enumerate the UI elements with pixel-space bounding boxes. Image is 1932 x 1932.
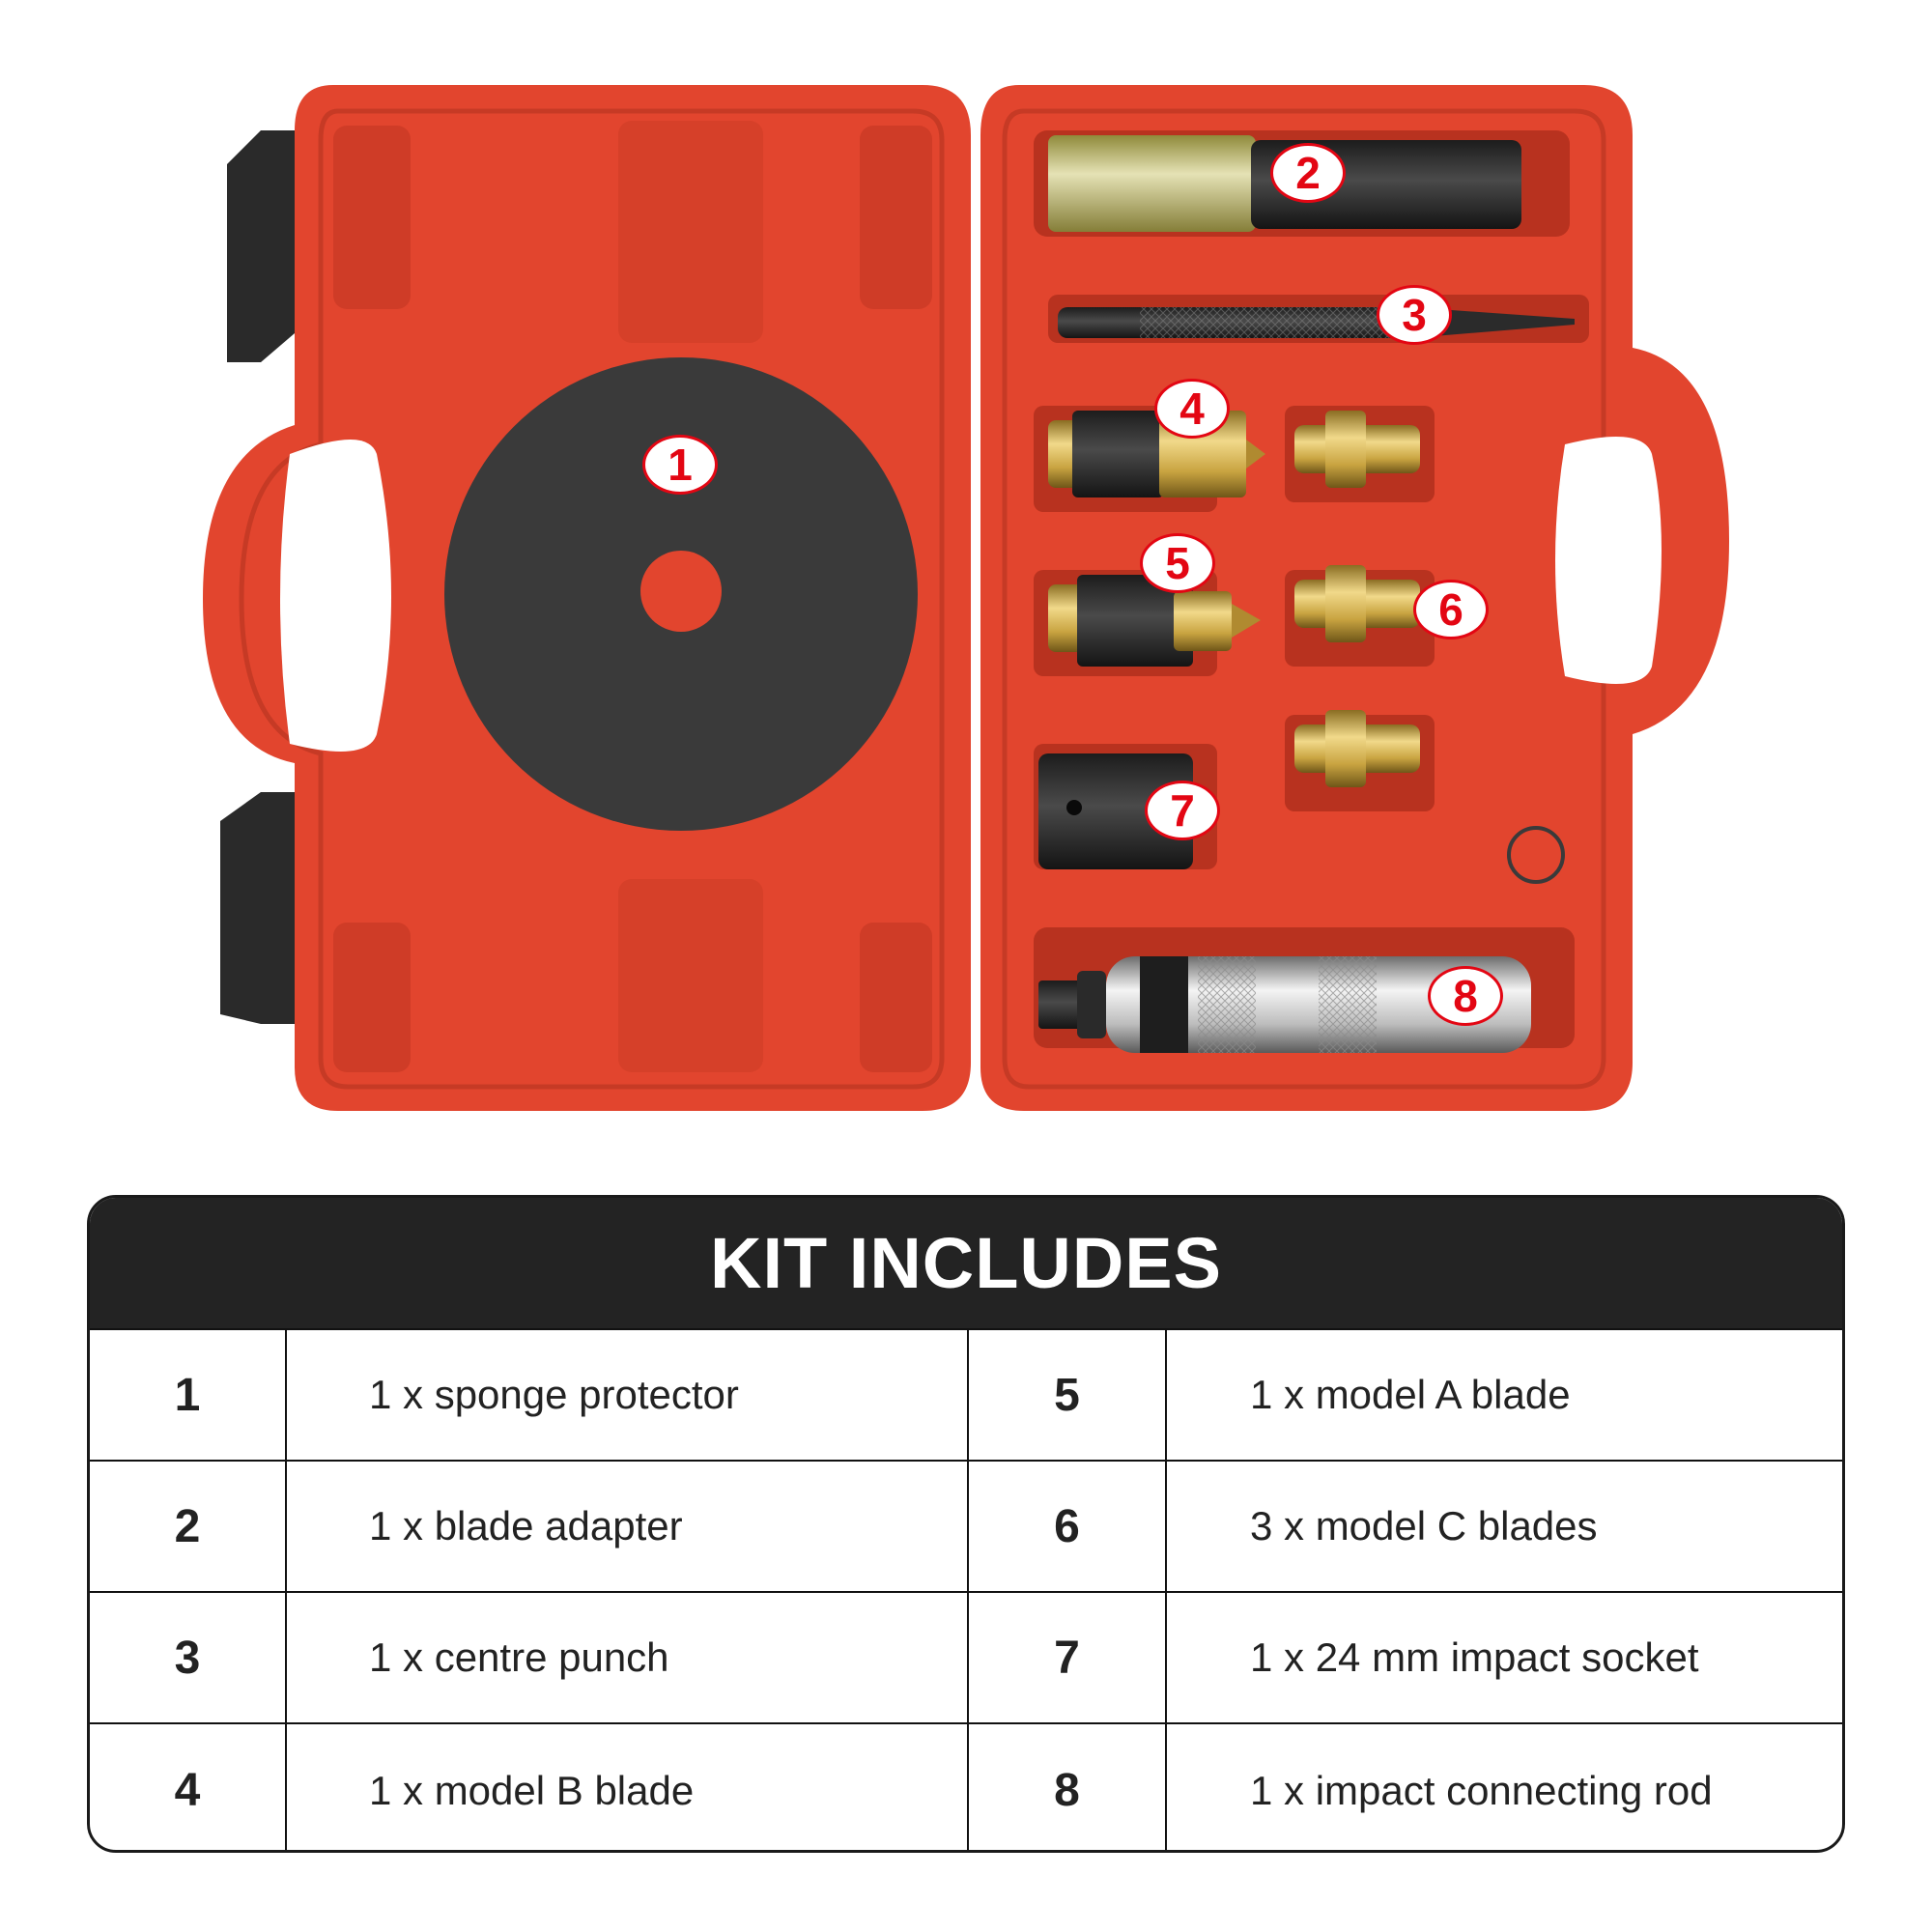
- table-row: 3 1 x centre punch 7 1 x 24 mm impact so…: [90, 1593, 1842, 1724]
- tool-case-photo: 1 2 3 4 5 6 7 8: [203, 85, 1729, 1111]
- callout-8: 8: [1428, 966, 1503, 1026]
- impact-connecting-rod-tool: [1038, 956, 1531, 1053]
- item-description: 1 x model A blade: [1250, 1372, 1571, 1417]
- callout-5: 5: [1140, 533, 1215, 593]
- item-number: 4: [90, 1724, 287, 1850]
- item-number: 6: [969, 1462, 1167, 1591]
- item-description: 1 x impact connecting rod: [1250, 1767, 1713, 1813]
- item-description: 1 x 24 mm impact socket: [1250, 1634, 1699, 1680]
- item-number: 5: [969, 1330, 1167, 1460]
- sponge-protector: [444, 357, 918, 831]
- callout-4: 4: [1154, 379, 1230, 439]
- callout-3: 3: [1377, 285, 1452, 345]
- model-c-blade-tool: [1294, 411, 1420, 488]
- model-c-blade-tool: [1294, 565, 1420, 642]
- item-description: 1 x model B blade: [287, 1724, 969, 1850]
- model-b-blade-tool: [1048, 411, 1265, 497]
- item-number: 2: [90, 1462, 287, 1591]
- item-number: 3: [90, 1593, 287, 1722]
- hinge-clip-bottom: [220, 792, 295, 1024]
- item-description: 1 x centre punch: [287, 1593, 969, 1722]
- impact-socket-tool: [1038, 753, 1193, 869]
- item-description: 1 x blade adapter: [287, 1462, 969, 1591]
- item-description: 1 x sponge protector: [287, 1330, 969, 1460]
- item-description: 3 x model C blades: [1250, 1503, 1598, 1548]
- table-row: 4 1 x model B blade 8 1 x impact connect…: [90, 1724, 1842, 1850]
- model-c-blade-tool: [1294, 710, 1420, 787]
- hinge-clip-top: [227, 130, 295, 362]
- callout-7: 7: [1145, 781, 1220, 840]
- callout-6: 6: [1413, 580, 1489, 639]
- item-number: 7: [969, 1593, 1167, 1722]
- callout-2: 2: [1270, 143, 1346, 203]
- model-a-blade-tool: [1048, 575, 1261, 667]
- table-row: 2 1 x blade adapter 6 3 x model C blades: [90, 1462, 1842, 1593]
- item-number: 1: [90, 1330, 287, 1460]
- tool-case-illustration: [203, 85, 1729, 1111]
- callout-1: 1: [642, 435, 718, 495]
- kit-includes-title: KIT INCLUDES: [90, 1198, 1842, 1330]
- kit-includes-table: KIT INCLUDES 1 1 x sponge protector 5 1 …: [87, 1195, 1845, 1853]
- spring-ring: [1507, 826, 1565, 884]
- centre-punch-tool: [1058, 307, 1575, 338]
- table-row: 1 1 x sponge protector 5 1 x model A bla…: [90, 1330, 1842, 1462]
- item-number: 8: [969, 1724, 1167, 1850]
